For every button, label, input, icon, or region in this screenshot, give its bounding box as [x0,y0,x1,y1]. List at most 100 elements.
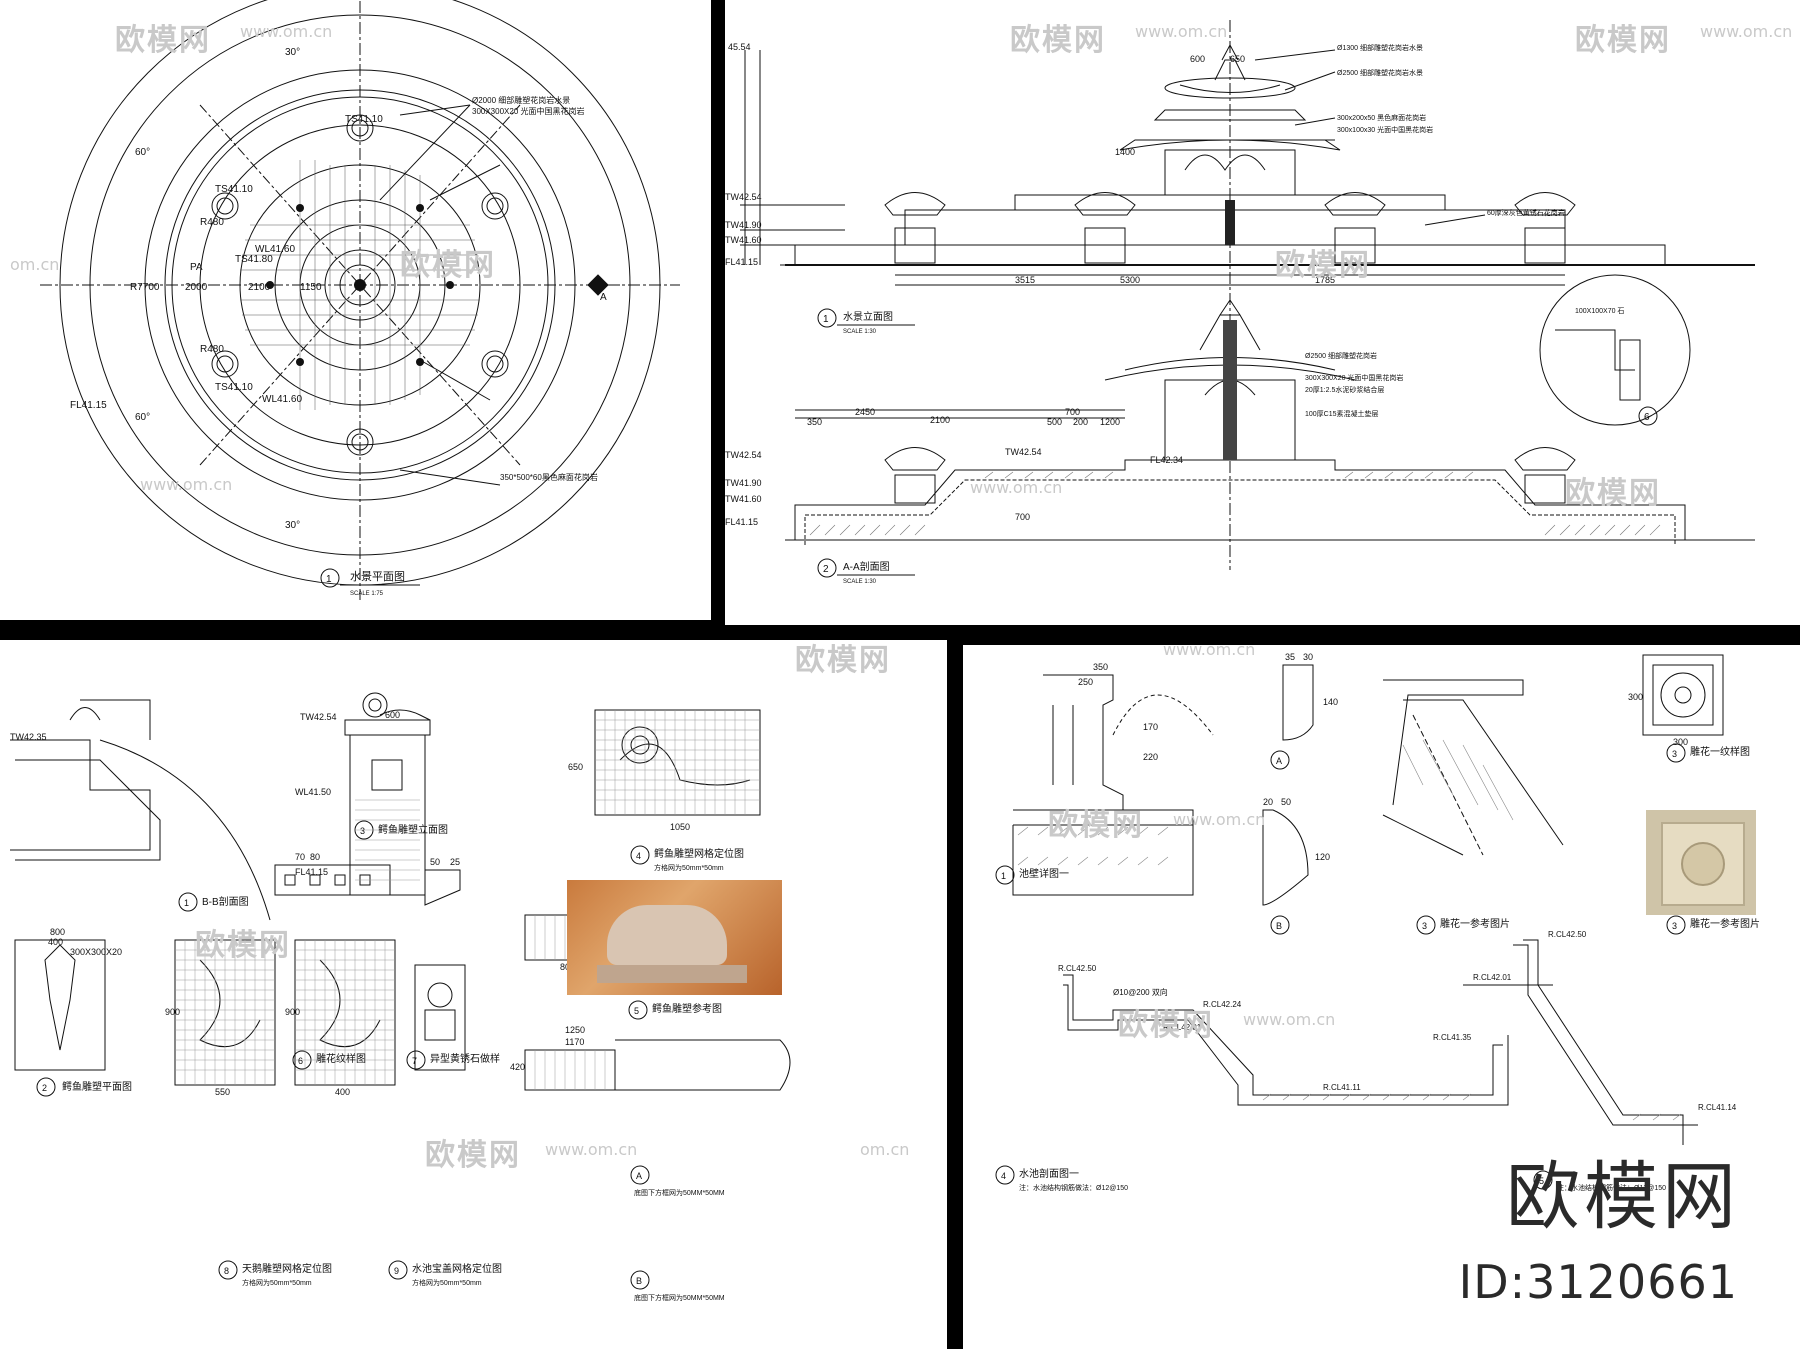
dim-2000: 2000 [185,282,208,293]
elev-e7: R.CL42.01 [1473,973,1512,982]
dim-650: 650 [1230,54,1245,64]
sculpture-body [607,905,727,965]
v4-title: 水池剖面图一 [1019,1167,1079,1180]
view1-title: 水景立面图 [843,310,893,323]
note-n5: 60厚深灰色黄锈石花岗岩 [1487,208,1565,217]
dim-50: 50 [430,857,440,867]
sec-elev-tw42-54b: TW42.54 [1005,447,1042,457]
profile-a: A [1276,756,1282,766]
elev-e2: R.CL42.24 [1203,1000,1242,1009]
angle-30-bottom: 30° [285,520,300,531]
crocodile-detail-drawing: 300X300X20 TW42.54 TW42.35 WL41.50 FL41.… [10,692,791,1302]
fl-label: FL41.15 [70,400,107,411]
fountain-elevation-drawing: 45.54 TW42.54 TW41.90 TW41.60 FL41.15 TW… [725,20,1755,585]
v3-number: 3 [1422,921,1427,931]
v2-title: 鳄鱼雕塑平面图 [62,1080,132,1093]
wl-label-1: WL41.60 [255,244,295,255]
elev-tw41-90: TW41.90 [725,220,762,230]
view-number: 1 [326,574,332,585]
radius-label-bottom: R480 [200,344,224,355]
ts-label-left: TS41.10 [215,184,253,195]
elevation-sheet: 45.54 TW42.54 TW41.90 TW41.60 FL41.15 TW… [725,0,1800,625]
v3-title: 鳄鱼雕塑立面图 [378,823,448,836]
note-fountain: Ø2000 细部雕塑花岗岩水景 [472,95,570,105]
elev-45-54: 45.54 [728,42,751,52]
sec-b-number: B [636,1276,642,1286]
dim-650: 650 [568,762,583,772]
dim-550: 550 [215,1087,230,1097]
dim-3515: 3515 [1015,275,1035,285]
dim-50: 50 [1281,797,1291,807]
note-n7: 300X300X20 光面中国黑花岗岩 [1305,373,1403,382]
v5-note: 注：水池结构钢筋做法：Ø12@150 [1557,1183,1666,1192]
v1-title: B-B剖面图 [202,895,249,908]
dim-600: 600 [1190,54,1205,64]
view-title: 水景平面图 [350,570,405,583]
dim-1200: 1200 [1100,417,1120,427]
note-tile: 300X300X20 光面中国黑花岗岩 [472,106,585,116]
sec-elev-tw41-90: TW41.90 [725,478,762,488]
dim-600: 600 [385,710,400,720]
flower-carving-photo [1646,810,1756,915]
elev-fl41-15: FL41.15 [295,867,328,877]
v1-title: 池壁详图一 [1019,867,1069,880]
elev-wl41-50: WL41.50 [295,787,331,797]
v1-number: 1 [1001,871,1006,881]
dim-220: 220 [1143,752,1158,762]
brand-name: 欧模网 [1506,1154,1740,1240]
v4-number: 4 [636,851,641,861]
dim-1150: 1150 [300,282,322,293]
dim-300x300: 300X300X20 [70,947,122,957]
elev-e1: R.CL42.50 [1058,964,1097,973]
v5-number: 5 [1539,1176,1544,1186]
wl-label-2: WL41.60 [262,394,302,405]
v5-number: 5 [634,1006,639,1016]
v8-title: 天鹅雕塑网格定位图 [242,1262,332,1275]
dim-120: 120 [1315,852,1330,862]
carving-rosette [1681,842,1725,886]
elev-e8: R.CL41.14 [1698,1103,1737,1112]
ts-label-top: TS41.10 [345,114,383,125]
fountain-plan-drawing: TS41.10 TS41.10 TS41.10 R480 R480 PA R77… [40,0,680,600]
v3-number: 3 [360,826,365,836]
elev-e6: R.CL42.50 [1548,930,1587,939]
dim-35: 35 [1285,652,1295,662]
view1-number: 1 [823,314,829,325]
dim-200: 200 [1073,417,1088,427]
dim-70: 70 [295,852,305,862]
dim-900b: 900 [285,1007,300,1017]
crocodile-detail-sheet: 300X300X20 TW42.54 TW42.35 WL41.50 FL41.… [0,640,947,1349]
dim-1250: 1250 [565,1025,585,1035]
view2-title: A-A剖面图 [843,560,890,573]
detail6-number: 6 [1644,412,1650,423]
note-n3: 300x200x50 黑色麻面花岗岩 [1337,113,1426,122]
sec-elev-fl41-15: FL41.15 [725,517,758,527]
note-n1: Ø1300 细部雕塑花岗岩水景 [1337,43,1423,52]
v6-number: 6 [298,1056,303,1066]
v6-title: 雕花纹样图 [316,1052,366,1065]
sec-a-note: 底图下方框网为50MM*50MM [634,1188,725,1197]
dim-400: 400 [48,937,63,947]
sec-b-note: 底图下方框网为50MM*50MM [634,1293,725,1302]
v7-title: 异型黄锈石做样 [430,1052,500,1065]
note-n9: 100厚C15素混凝土垫层 [1305,409,1379,418]
v3b-number: 3 [1672,921,1677,931]
model-id: ID:3120661 [1458,1255,1738,1309]
v3c-number: 3 [1672,749,1677,759]
elev-e5: R.CL41.35 [1433,1033,1472,1042]
sec-elev-tw42-54: TW42.54 [725,450,762,460]
profile-b: B [1276,921,1282,931]
sec-elev-tw41-60: TW41.60 [725,494,762,504]
pa-label: PA [190,262,203,273]
dim-350: 350 [807,417,822,427]
dim-500: 500 [1047,417,1062,427]
v9-note: 方格网为50mm*50mm [412,1278,482,1287]
plan-sheet: TS41.10 TS41.10 TS41.10 R480 R480 PA R77… [0,0,711,620]
v4-number: 4 [1001,1171,1006,1181]
dim-800: 800 [50,927,65,937]
v8-number: 8 [224,1266,229,1276]
view-scale: SCALE 1:75 [350,591,384,597]
v4-title: 鳄鱼雕塑网格定位图 [654,847,744,860]
note-n10: 100X100X70 石 [1575,307,1624,315]
dim-1400: 1400 [1115,147,1135,157]
